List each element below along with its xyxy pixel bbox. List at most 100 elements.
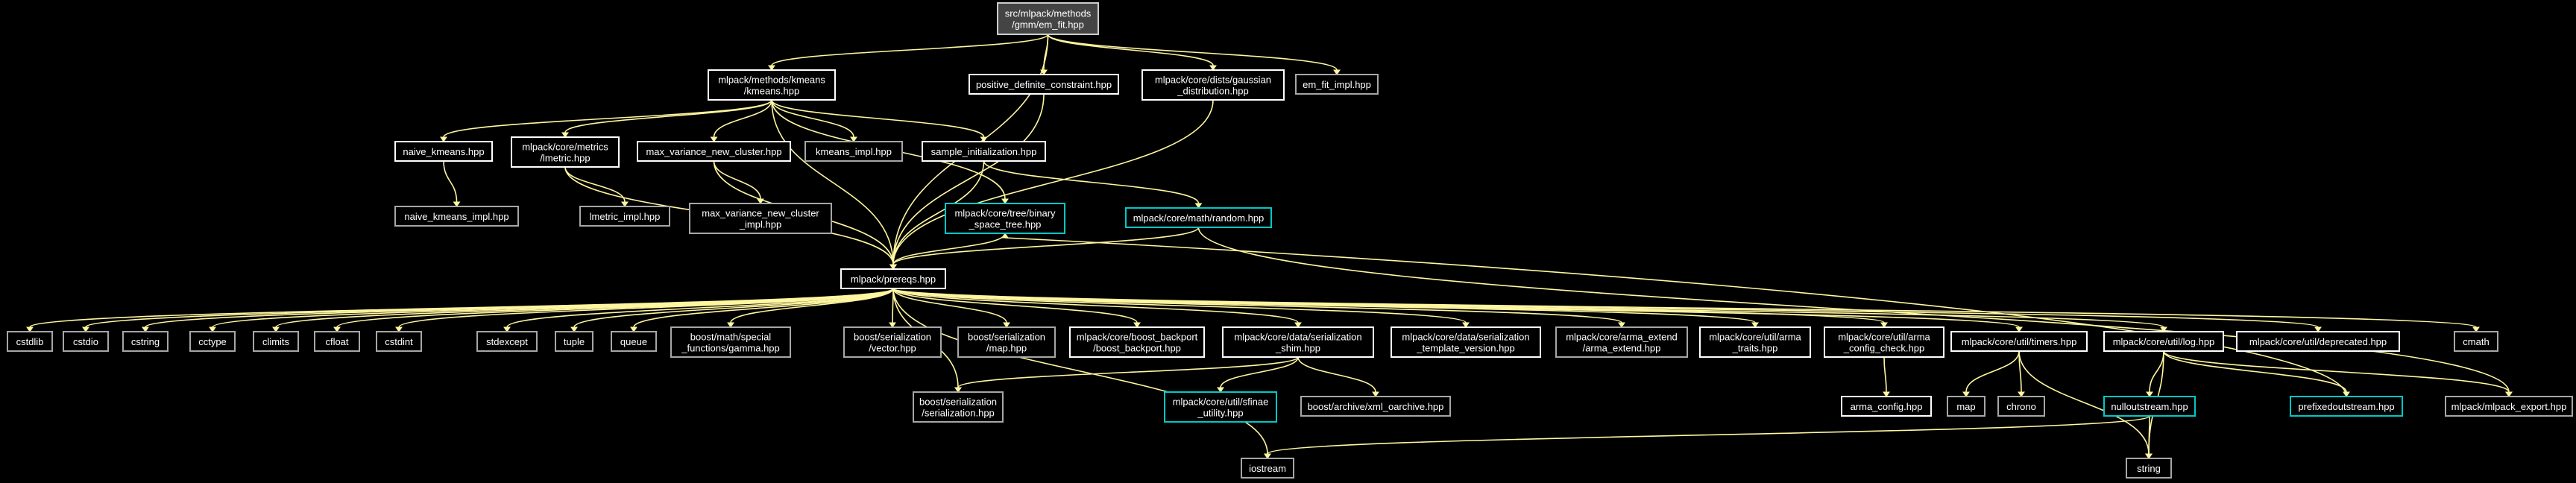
node-box [611, 331, 657, 352]
node-label-line: max_variance_new_cluster [702, 208, 819, 219]
node-label-line: _utility.hpp [1197, 408, 1243, 419]
node-label-line: em_fit_impl.hpp [1303, 79, 1371, 90]
node-sfinae[interactable]: mlpack/core/util/sfinae_utility.hpp [1164, 391, 1277, 423]
node-posdef[interactable]: positive_definite_constraint.hpp [969, 74, 1119, 95]
node-maxvar[interactable]: max_variance_new_cluster.hpp [637, 141, 791, 162]
edge-arrowhead [1003, 322, 1010, 328]
node-queue[interactable]: queue [611, 331, 657, 352]
node-random[interactable]: mlpack/core/math/random.hpp [1125, 207, 1272, 228]
edge-prereqs-to-tuple [570, 288, 894, 332]
node-label-line: cstring [131, 336, 160, 347]
node-label-line: cstdio [73, 336, 98, 347]
node-box [1141, 69, 1285, 101]
node-armaext[interactable]: mlpack/core/arma_extend/arma_extend.hpp [1555, 326, 1688, 358]
node-chrono[interactable]: chrono [1997, 396, 2045, 417]
node-serialization[interactable]: boost/serialization/serialization.hpp [913, 391, 1004, 423]
node-box [511, 136, 620, 168]
node-shim[interactable]: mlpack/core/data/serialization_shim.hpp [1222, 326, 1374, 358]
node-gaussian[interactable]: mlpack/core/dists/gaussian_distribution.… [1141, 69, 1285, 101]
node-label-line: _impl.hpp [739, 219, 781, 230]
node-label-line: /serialization.hpp [922, 408, 995, 419]
node-log[interactable]: mlpack/core/util/log.hpp [2103, 331, 2224, 352]
node-label-line: mlpack/core/dists/gaussian [1155, 75, 1271, 86]
node-label-line: mlpack/core/tree/binary [954, 208, 1056, 219]
edge-sampleinit-to-random [983, 160, 1203, 209]
node-nullout[interactable]: nulloutstream.hpp [2103, 396, 2196, 417]
node-tuple[interactable]: tuple [555, 331, 593, 352]
node-root: src/mlpack/methods/gmm/em_fit.hpp [997, 2, 1099, 35]
edge-root-to-posdef [1040, 34, 1049, 75]
node-armacfgchk[interactable]: mlpack/core/util/arma_config_check.hpp [1824, 326, 1944, 358]
edge-root-to-emfitimpl [1047, 34, 1341, 75]
node-cstdlib[interactable]: cstdlib [7, 331, 53, 352]
node-export[interactable]: mlpack/mlpack_export.hpp [2445, 396, 2573, 417]
node-box [1164, 391, 1277, 423]
edge-arrowhead [142, 326, 149, 332]
node-deprecated[interactable]: mlpack/core/util/deprecated.hpp [2236, 331, 2400, 352]
node-gamma[interactable]: boost/math/special_functions/gamma.hpp [670, 326, 791, 358]
node-label-line: naive_kmeans_impl.hpp [404, 211, 508, 222]
node-naiveimpl[interactable]: naive_kmeans_impl.hpp [394, 206, 519, 227]
node-vector[interactable]: boost/serialization/vector.hpp [843, 326, 942, 358]
node-cfloat[interactable]: cfloat [314, 331, 360, 352]
node-label-line: _traits.hpp [1732, 343, 1778, 354]
node-kmeansimpl[interactable]: kmeans_impl.hpp [804, 141, 903, 162]
edge-arrowhead [1264, 453, 1271, 459]
node-armatraits[interactable]: mlpack/core/util/arma_traits.hpp [1699, 326, 1811, 358]
edge-arrowhead [1217, 387, 1224, 393]
node-kmeans[interactable]: mlpack/methods/kmeans/kmeans.hpp [708, 69, 836, 101]
node-label-line: mlpack/core/data/serialization [1402, 332, 1529, 343]
edge-maxvar-to-maxvarimpl [713, 160, 764, 204]
node-sampleinit[interactable]: sample_initialization.hpp [922, 141, 1046, 162]
node-box [945, 203, 1065, 234]
edge-root-to-kmeans [768, 34, 1049, 71]
node-armaconfig[interactable]: arma_config.hpp [1841, 396, 1932, 417]
edge-arrowhead [2018, 391, 2025, 397]
edge-arrowhead [630, 326, 637, 332]
edge-arrowhead [1001, 233, 1009, 239]
edge-arrowhead [2314, 326, 2322, 332]
node-map_hpp[interactable]: boost/serialization/map.hpp [957, 326, 1056, 358]
node-emfitimpl[interactable]: em_fit_impl.hpp [1295, 74, 1379, 95]
node-cstring[interactable]: cstring [122, 331, 169, 352]
node-xmloarchive[interactable]: boost/archive/xml_oarchive.hpp [1300, 396, 1451, 417]
node-backport[interactable]: mlpack/core/boost_backport/boost_backpor… [1069, 326, 1205, 358]
edge-prereqs-to-tmplver [892, 288, 1470, 328]
node-box [670, 326, 791, 358]
node-prereqs[interactable]: mlpack/prereqs.hpp [840, 268, 946, 289]
edge-arrowhead [1883, 391, 1890, 397]
edge-prereqs-to-stdexcept [503, 288, 894, 332]
node-bst[interactable]: mlpack/core/tree/binary_space_tree.hpp [945, 203, 1065, 234]
node-label-line: boost/math/special [690, 332, 772, 343]
node-tmplver[interactable]: mlpack/core/data/serialization_template_… [1391, 326, 1541, 358]
node-lmetricimpl[interactable]: lmetric_impl.hpp [579, 206, 670, 227]
node-climits[interactable]: climits [253, 331, 299, 352]
node-lmetric[interactable]: mlpack/core/metrics/lmetric.hpp [511, 136, 620, 168]
edge-arrowhead [621, 201, 629, 207]
node-string[interactable]: string [2126, 458, 2172, 479]
node-iostream[interactable]: iostream [1241, 458, 1294, 479]
edge-log-to-export [2163, 350, 2513, 397]
edge-arrowhead [440, 136, 447, 142]
node-prefixed[interactable]: prefixedoutstream.hpp [2290, 396, 2403, 417]
node-label-line: mlpack/core/metrics [522, 142, 608, 153]
node-label-line: tuple [564, 336, 585, 347]
node-map[interactable]: map [1947, 396, 1985, 417]
node-label-line: iostream [1249, 463, 1286, 474]
node-cmath[interactable]: cmath [2454, 331, 2498, 352]
node-box [7, 331, 53, 352]
node-cstdio[interactable]: cstdio [63, 331, 109, 352]
node-cstdint[interactable]: cstdint [376, 331, 422, 352]
node-naive[interactable]: naive_kmeans.hpp [394, 141, 493, 162]
node-label-line: _space_tree.hpp [969, 219, 1042, 230]
node-box [637, 141, 791, 162]
node-box [2454, 331, 2498, 352]
node-timers[interactable]: mlpack/core/util/timers.hpp [1950, 331, 2088, 352]
node-maxvarimpl[interactable]: max_variance_new_cluster_impl.hpp [689, 203, 832, 234]
edge-arrowhead [2505, 391, 2513, 397]
node-stdexcept[interactable]: stdexcept [476, 331, 538, 352]
node-label-line: _shim.hpp [1275, 343, 1320, 354]
node-label-line: mlpack/core/util/timers.hpp [1962, 336, 2077, 347]
node-label-line: cmath [2463, 336, 2489, 347]
node-cctype[interactable]: cctype [189, 331, 236, 352]
